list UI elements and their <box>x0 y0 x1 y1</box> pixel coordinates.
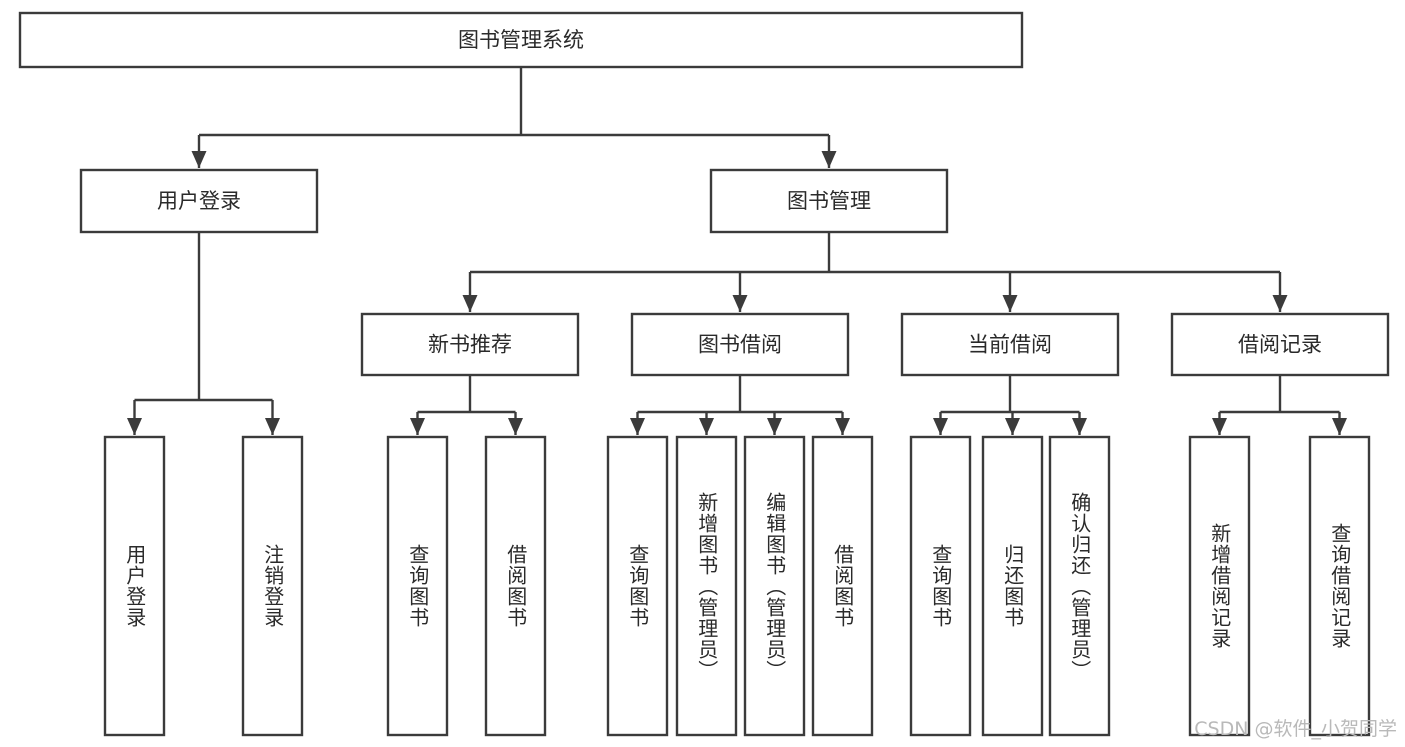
node-book-manage[interactable] <box>709 168 949 234</box>
arrow-head-icon <box>1072 418 1087 435</box>
arrow-head-icon <box>835 418 850 435</box>
node-book-borrow-label: 图书借阅 <box>698 333 782 357</box>
node-current-borrow-label: 当前借阅 <box>968 333 1052 357</box>
node-current-borrow[interactable] <box>900 312 1120 377</box>
arrow-head-icon <box>821 151 837 168</box>
arrow-head-icon <box>767 418 782 435</box>
node-leaf-confirm-return[interactable] <box>1048 435 1111 737</box>
connector-lines <box>127 67 1347 435</box>
node-leaf-query-book-3[interactable] <box>909 435 972 737</box>
node-new-book-recommend[interactable] <box>360 312 580 377</box>
node-leaf-return-book[interactable] <box>981 435 1044 737</box>
node-leaf-add-book[interactable] <box>675 435 738 737</box>
node-borrow-record[interactable] <box>1170 312 1390 377</box>
arrow-head-icon <box>462 295 478 312</box>
arrow-head-icon <box>1272 295 1288 312</box>
node-title[interactable] <box>18 11 1024 69</box>
node-title-label: 图书管理系统 <box>458 28 584 52</box>
arrow-head-icon <box>732 295 748 312</box>
node-leaf-query-book-2[interactable] <box>606 435 669 737</box>
watermark-text: CSDN @软件_小贺同学 <box>1194 718 1397 740</box>
node-leaf-edit-book[interactable] <box>743 435 806 737</box>
arrow-head-icon <box>1332 418 1347 435</box>
arrow-head-icon <box>191 151 207 168</box>
arrow-head-icon <box>1212 418 1227 435</box>
node-leaf-user-login[interactable] <box>103 435 166 737</box>
node-borrow-record-label: 借阅记录 <box>1238 333 1322 357</box>
arrow-head-icon <box>508 418 523 435</box>
arrow-head-icon <box>127 418 142 435</box>
node-user-login-label: 用户登录 <box>157 189 241 213</box>
node-leaf-logout[interactable] <box>241 435 304 737</box>
arrow-head-icon <box>1002 295 1018 312</box>
node-book-borrow[interactable] <box>630 312 850 377</box>
arrow-head-icon <box>933 418 948 435</box>
arrow-head-icon <box>699 418 714 435</box>
node-boxes <box>18 11 1390 737</box>
node-leaf-borrow-book-2[interactable] <box>811 435 874 737</box>
node-user-login[interactable] <box>79 168 319 234</box>
arrow-head-icon <box>410 418 425 435</box>
node-leaf-add-record[interactable] <box>1188 435 1251 737</box>
arrow-head-icon <box>630 418 645 435</box>
node-leaf-query-record[interactable] <box>1308 435 1371 737</box>
arrow-head-icon <box>265 418 280 435</box>
node-leaf-borrow-book-1[interactable] <box>484 435 547 737</box>
node-leaf-query-book-1[interactable] <box>386 435 449 737</box>
node-new-book-recommend-label: 新书推荐 <box>428 333 512 357</box>
node-book-manage-label: 图书管理 <box>787 189 871 213</box>
arrow-head-icon <box>1005 418 1020 435</box>
